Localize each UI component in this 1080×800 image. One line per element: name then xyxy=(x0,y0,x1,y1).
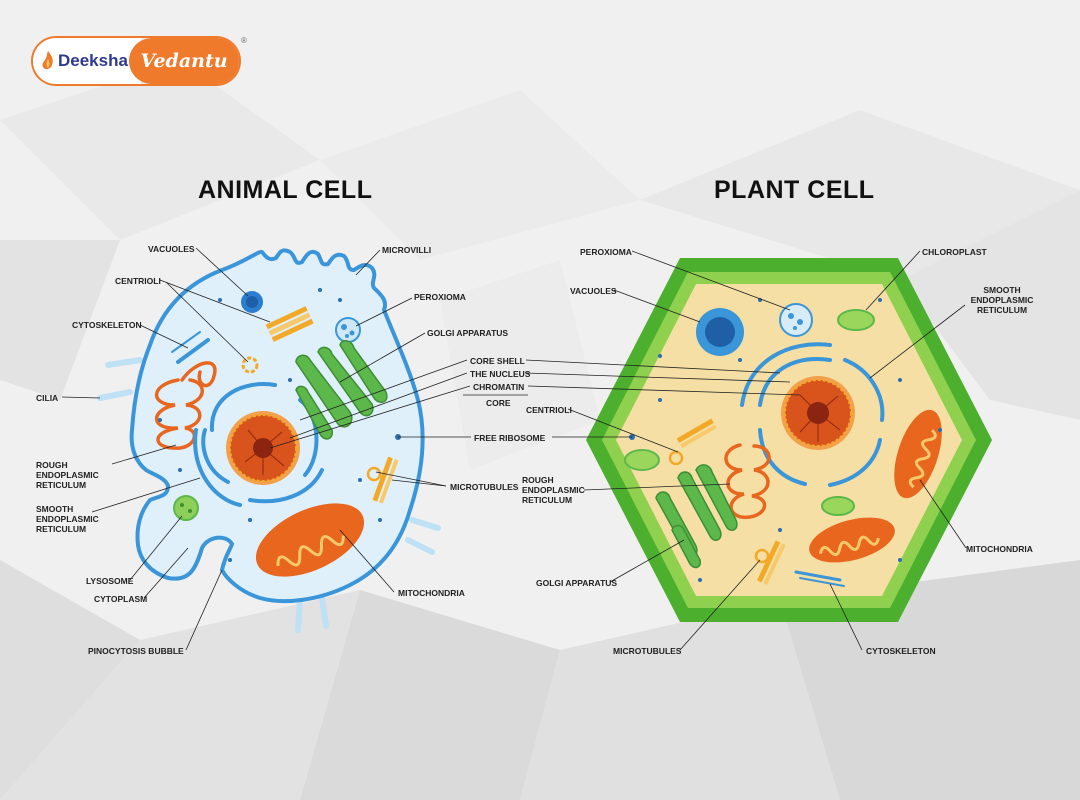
animal-label-cytoskeleton: CYTOSKELETON xyxy=(72,320,142,330)
animal-label-free-ribosome: FREE RIBOSOME xyxy=(474,433,546,443)
animal-label-mitochondria: MITOCHONDRIA xyxy=(398,588,465,598)
plant-label-chloroplast: CHLOROPLAST xyxy=(922,247,987,257)
label-chromatin: CHROMATIN xyxy=(473,382,525,392)
animal-cell xyxy=(97,248,441,633)
label-the-nucleus: THE NUCLEUS xyxy=(470,369,531,379)
animal-cell-title: ANIMAL CELL xyxy=(198,176,373,204)
logo-vedantu-text: Vedantu xyxy=(129,38,239,84)
plant-label-centrioli: CENTRIOLI xyxy=(526,405,572,415)
animal-label-pinocytosis-bubble: PINOCYTOSIS BUBBLE xyxy=(88,646,184,656)
plant-label-microtubules: MICROTUBULES xyxy=(613,646,682,656)
plant-cell-title: PLANT CELL xyxy=(714,176,875,204)
plant-cell xyxy=(586,258,992,622)
plant-label-golgi: GOLGI APPARATUS xyxy=(536,578,618,588)
plant-label-peroxioma: PEROXIOMA xyxy=(580,247,632,257)
flame-icon xyxy=(42,51,53,70)
animal-cilia xyxy=(97,357,441,633)
label-core-shell: CORE SHELL xyxy=(470,356,525,366)
animal-label-cytoplasm: CYTOPLASM xyxy=(94,594,148,604)
plant-label-smooth-er: SMOOTH ENDOPLASMIC RETICULUM xyxy=(970,285,1034,315)
animal-label-centrioli: CENTRIOLI xyxy=(115,276,161,286)
brand-logo: Deeksha Vedantu xyxy=(33,38,239,84)
animal-label-vacuoles: VACUOLES xyxy=(148,244,195,254)
plant-label-mitochondria: MITOCHONDRIA xyxy=(966,544,1033,554)
animal-label-cilia: CILIA xyxy=(36,393,59,403)
animal-label-microtubules: MICROTUBULES xyxy=(450,482,519,492)
plant-label-vacuoles: VACUOLES xyxy=(570,286,617,296)
animal-label-rough-er: ROUGH ENDOPLASMIC RETICULUM xyxy=(36,460,99,490)
animal-label-lysosome: LYSOSOME xyxy=(86,576,134,586)
animal-label-microvilli: MICROVILLI xyxy=(382,245,432,255)
plant-label-cytoskeleton: CYTOSKELETON xyxy=(866,646,936,656)
registered-mark: ® xyxy=(241,36,247,45)
label-core: CORE xyxy=(486,398,511,408)
animal-label-peroxioma: PEROXIOMA xyxy=(414,292,466,302)
leader-lines xyxy=(61,247,967,651)
logo-deeksha-text: Deeksha xyxy=(58,51,128,70)
plant-label-rough-er: ROUGH ENDOPLASMIC RETICULUM xyxy=(522,475,585,505)
animal-label-golgi: GOLGI APPARATUS xyxy=(427,328,509,338)
logo-left-panel: Deeksha xyxy=(33,38,141,84)
animal-label-smooth-er: SMOOTH ENDOPLASMIC RETICULUM xyxy=(36,504,99,534)
